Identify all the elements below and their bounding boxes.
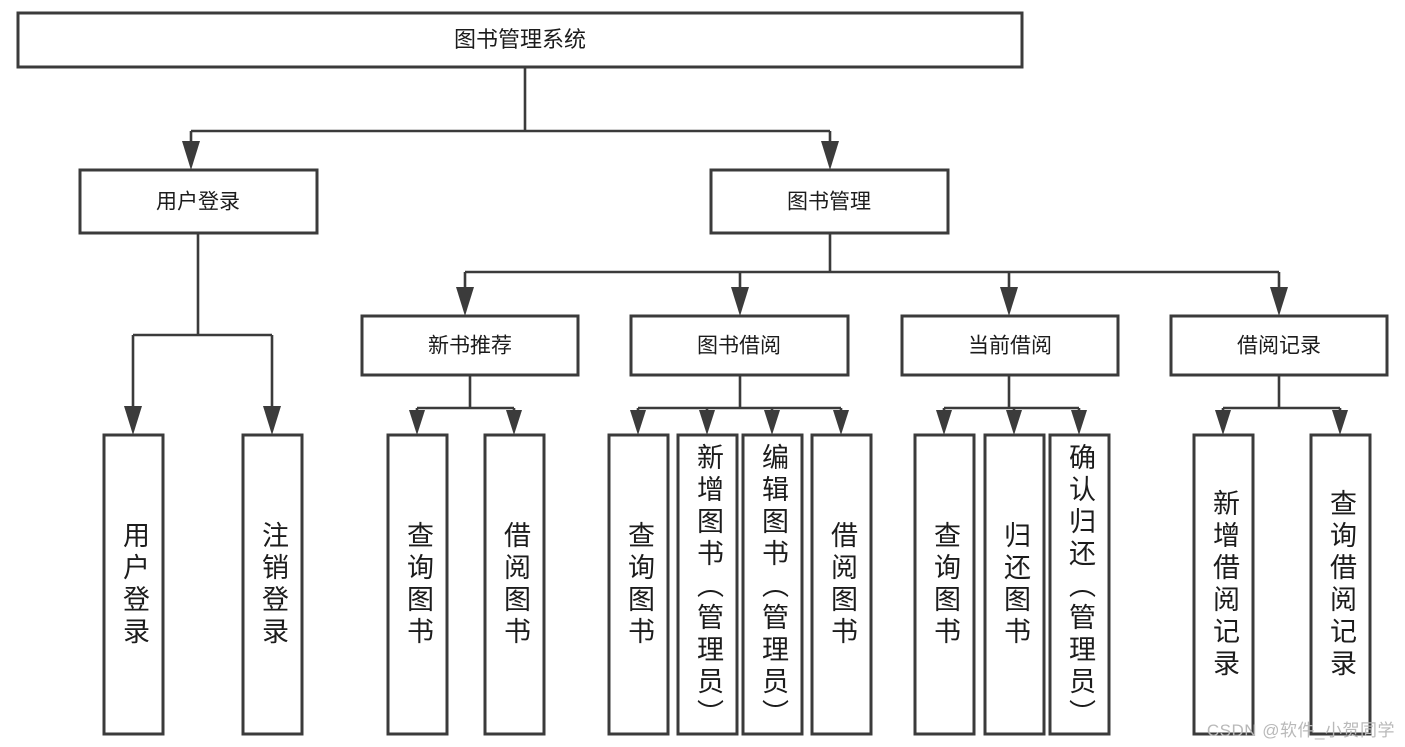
node-user-logout-leaf-box[interactable] [241, 433, 304, 736]
node-borrow-book-1-box[interactable] [483, 433, 546, 736]
node-borrow-records-label: 借阅记录 [1237, 335, 1321, 358]
node-current-borrow-box[interactable] [900, 314, 1120, 377]
node-query-book-1-box[interactable] [386, 433, 449, 736]
node-book-management-label: 图书管理 [787, 191, 871, 214]
node-root-label: 图书管理系统 [454, 27, 586, 52]
arrow-to-edit-book-admin [764, 410, 780, 435]
node-new-book-recommend-box[interactable] [360, 314, 580, 377]
arrow-to-book-borrow [731, 287, 749, 316]
node-user-login[interactable]: 用户登录 [78, 168, 319, 235]
arrow-to-new-book-recommend [456, 287, 474, 316]
arrow-to-borrow-book-2 [833, 410, 849, 435]
node-borrow-book-2-box[interactable] [810, 433, 873, 736]
edge-group-new-book-recommend [409, 375, 522, 435]
arrow-to-query-book-1 [409, 410, 425, 435]
edge-group-book-management [456, 233, 1288, 316]
node-new-book-recommend[interactable]: 新书推荐 [360, 314, 580, 377]
node-book-borrow-box[interactable] [629, 314, 850, 377]
node-borrow-records-box[interactable] [1169, 314, 1389, 377]
arrow-root-to-book-management [821, 141, 839, 170]
edge-group-borrow-records [1215, 375, 1348, 435]
node-book-management[interactable]: 图书管理 [709, 168, 950, 235]
edge-group-user-login [124, 233, 281, 435]
arrow-to-confirm-return-admin [1071, 410, 1087, 435]
node-query-borrow-record-box[interactable] [1309, 433, 1372, 736]
node-user-login-label: 用户登录 [156, 191, 240, 214]
arrow-to-borrow-records [1270, 287, 1288, 316]
arrow-to-query-book-2 [630, 410, 646, 435]
node-edit-book-admin-box[interactable] [741, 433, 804, 736]
node-root[interactable]: 图书管理系统 [16, 11, 1024, 69]
node-user-login-leaf-box[interactable] [102, 433, 165, 736]
node-book-management-box[interactable] [709, 168, 950, 235]
arrow-to-return-book [1006, 410, 1022, 435]
arrow-to-add-book-admin [699, 410, 715, 435]
node-confirm-return-admin-box[interactable] [1048, 433, 1111, 736]
watermark: CSDN @软件_小贺同学 [1206, 721, 1395, 740]
edge-group-book-borrow [630, 375, 849, 435]
node-book-borrow[interactable]: 图书借阅 [629, 314, 850, 377]
node-return-book-box[interactable] [983, 433, 1046, 736]
node-root-box[interactable] [16, 11, 1024, 69]
arrow-root-to-user-login [182, 141, 200, 170]
node-add-borrow-record-box[interactable] [1192, 433, 1255, 736]
node-new-book-recommend-label: 新书推荐 [428, 335, 512, 358]
arrow-to-query-book-3 [936, 410, 952, 435]
edge-group-root [182, 67, 839, 170]
node-borrow-records[interactable]: 借阅记录 [1169, 314, 1389, 377]
node-query-book-3-box[interactable] [913, 433, 976, 736]
arrow-to-query-borrow-record [1332, 410, 1348, 435]
node-book-borrow-label: 图书借阅 [697, 335, 781, 358]
node-current-borrow-label: 当前借阅 [968, 335, 1052, 358]
edge-group-current-borrow [936, 375, 1087, 435]
node-user-login-box[interactable] [78, 168, 319, 235]
arrow-to-user-logout-leaf [263, 406, 281, 435]
node-current-borrow[interactable]: 当前借阅 [900, 314, 1120, 377]
arrow-to-user-login-leaf [124, 406, 142, 435]
arrow-to-current-borrow [1000, 287, 1018, 316]
node-query-book-2-box[interactable] [607, 433, 670, 736]
node-add-book-admin-box[interactable] [676, 433, 739, 736]
arrow-to-add-borrow-record [1215, 410, 1231, 435]
arrow-to-borrow-book-1 [506, 410, 522, 435]
